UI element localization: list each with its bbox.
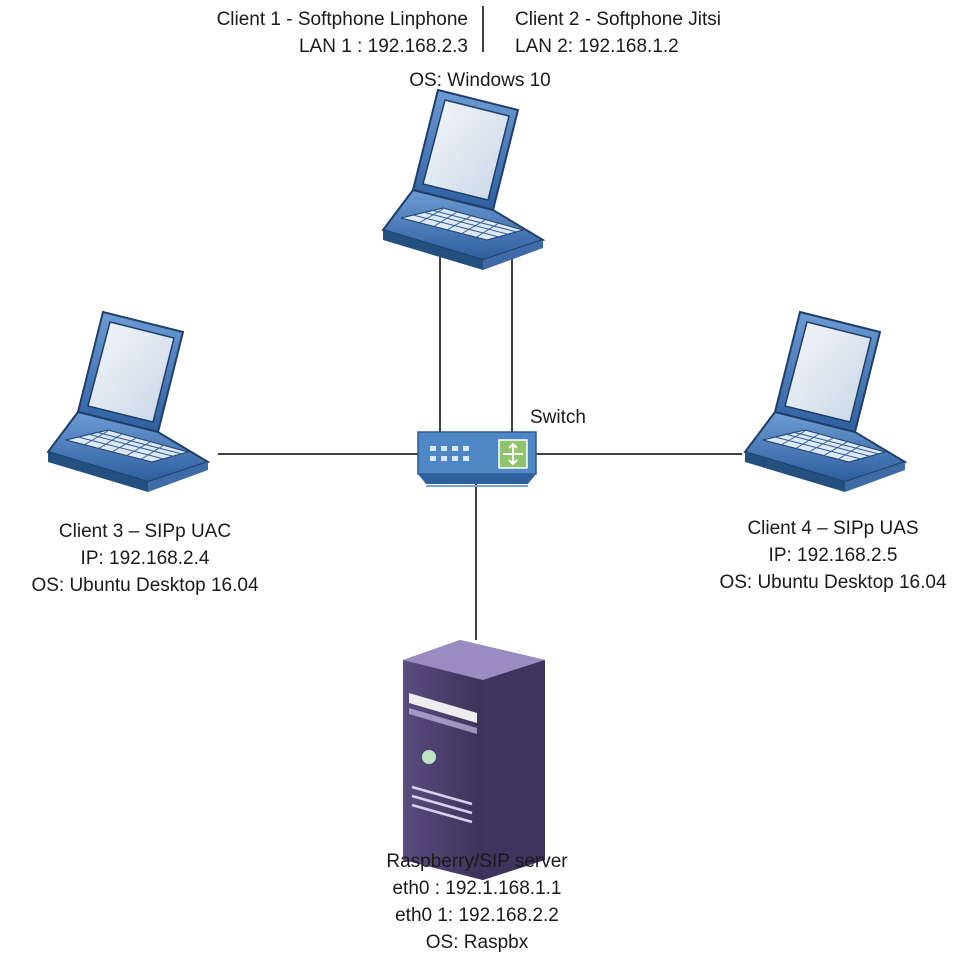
- server-label: Raspberry/SIP server eth0 : 192.1.168.1.…: [340, 848, 614, 956]
- client3-ip: IP: 192.168.2.4: [80, 548, 210, 569]
- client3-label: Client 3 – SIPp UAC IP: 192.168.2.4 OS: …: [0, 518, 290, 599]
- client3-title: Client 3 – SIPp UAC: [58, 521, 232, 542]
- client4-label: Client 4 – SIPp UAS IP: 192.168.2.5 OS: …: [695, 515, 971, 596]
- client1-lan: LAN 1 : 192.168.2.3: [298, 36, 468, 57]
- client1-title: Client 1 - Softphone Linphone: [216, 9, 468, 30]
- server-title: Raspberry/SIP server: [386, 851, 568, 872]
- server-eth0: eth0 : 192.1.168.1.1: [392, 878, 562, 899]
- client2-label: Client 2 - Softphone Jitsi LAN 2: 192.16…: [515, 6, 815, 60]
- client12-os: OS: Windows 10: [409, 70, 551, 91]
- server-icon: [403, 640, 545, 880]
- client3-os: OS: Ubuntu Desktop 16.04: [31, 575, 259, 596]
- client2-title: Client 2 - Softphone Jitsi: [515, 9, 721, 30]
- switch-label: Switch: [530, 407, 586, 428]
- server-os: OS: Raspbx: [425, 932, 529, 953]
- server-eth0-1: eth0 1: 192.168.2.2: [395, 905, 559, 926]
- client4-title: Client 4 – SIPp UAS: [747, 518, 919, 539]
- switch-icon: [417, 431, 537, 487]
- client1-label: Client 1 - Softphone Linphone LAN 1 : 19…: [130, 6, 468, 60]
- laptop-icon-client4: [744, 311, 906, 493]
- laptop-icon-client3: [47, 311, 209, 493]
- client4-os: OS: Ubuntu Desktop 16.04: [719, 572, 947, 593]
- client4-ip: IP: 192.168.2.5: [768, 545, 898, 566]
- laptop-icon-client12: [382, 89, 544, 271]
- client2-lan: LAN 2: 192.168.1.2: [515, 36, 679, 57]
